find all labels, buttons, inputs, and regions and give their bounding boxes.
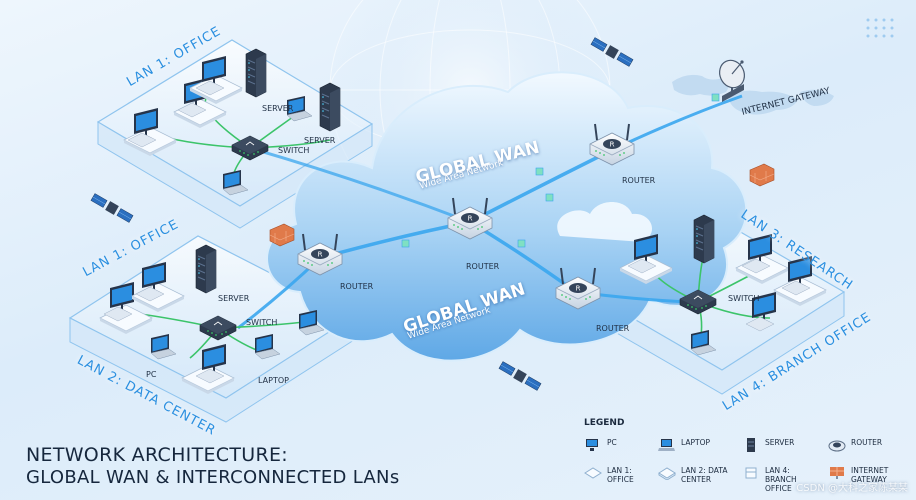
legend-item-server: SERVER: [742, 438, 794, 452]
data-packets: [401, 93, 720, 248]
server-top-a-label: SERVER: [262, 104, 294, 113]
legend-label-internet-gateway: INTERNET GATEWAY: [851, 466, 889, 484]
legend-heading: LEGEND: [584, 418, 625, 428]
legend-label-router: ROUTER: [851, 438, 883, 447]
switch-left-label: SWITCH: [246, 318, 278, 327]
satellite-left-icon: [90, 193, 134, 223]
router-right-label: ROUTER: [596, 324, 630, 333]
server-icon: [747, 438, 755, 452]
router-left-label: ROUTER: [340, 282, 374, 291]
lan-datacenter-icon: [658, 467, 676, 480]
legend-label-pc: PC: [607, 438, 617, 447]
legend-item-router: ROUTER: [828, 438, 882, 452]
pc-icon: [586, 439, 598, 451]
legend-item-laptop: LAPTOP: [658, 438, 710, 452]
legend-item-lan-branch: LAN 4: BRANCH OFFICE: [742, 466, 813, 493]
legend: LEGEND PC LAPTOP SERVER ROUTER LAN 1: OF…: [584, 418, 910, 496]
router-top-label: ROUTER: [622, 176, 656, 185]
world-map-graphic: [672, 74, 834, 115]
server-top-b-label: SERVER: [304, 136, 336, 145]
laptop-icon: [658, 439, 675, 451]
lan-office-icon: [584, 467, 602, 479]
legend-label-lan-office: LAN 1: OFFICE: [607, 466, 634, 484]
lan-branch-icon: [745, 467, 757, 479]
page-title-line1: NETWORK ARCHITECTURE:: [26, 444, 288, 466]
internet-gateway-icon: [719, 59, 745, 102]
decorative-dot-grid: [866, 18, 894, 38]
legend-item-pc: PC: [584, 438, 617, 452]
page-title-line2: GLOBAL WAN & INTERCONNECTED LANs: [26, 467, 400, 488]
router-center-label: ROUTER: [466, 262, 500, 271]
legend-item-internet-gateway: INTERNET GATEWAY: [828, 466, 899, 484]
legend-item-lan-datacenter: LAN 2: DATA CENTER: [658, 466, 729, 484]
router-icon: [828, 440, 846, 452]
pc-left-label: PC: [146, 370, 157, 379]
switch-right-label: SWITCH: [728, 294, 760, 303]
internet-gateway-icon: [830, 467, 844, 479]
legend-label-server: SERVER: [765, 438, 795, 447]
legend-item-lan-office: LAN 1: OFFICE: [584, 466, 655, 484]
server-left-label: SERVER: [218, 294, 250, 303]
legend-label-laptop: LAPTOP: [681, 438, 711, 447]
satellite-bottom-icon: [498, 361, 542, 391]
laptop-left-label: LAPTOP: [258, 376, 289, 385]
legend-label-lan-branch: LAN 4: BRANCH OFFICE: [765, 466, 797, 493]
legend-label-lan-datacenter: LAN 2: DATA CENTER: [681, 466, 728, 484]
switch-top-label: SWITCH: [278, 146, 310, 155]
firewall-right-icon: [749, 163, 775, 187]
watermark: CSDN @大科之家陈某某: [796, 483, 908, 494]
